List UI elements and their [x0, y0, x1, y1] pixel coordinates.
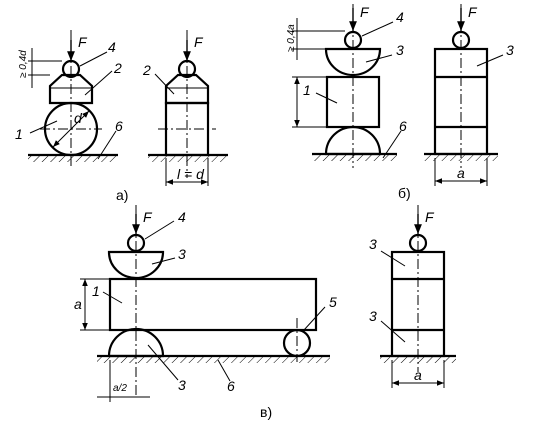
- beam-specimen: [108, 277, 318, 332]
- dim-gap: ≥ 0,4a: [286, 24, 297, 52]
- base-hatch: [28, 156, 118, 162]
- label-3: 3: [396, 42, 404, 58]
- left-support: [107, 327, 165, 358]
- leader-3d: [380, 320, 406, 343]
- leader-3: [151, 257, 176, 265]
- prism-block: [48, 73, 94, 105]
- panel-a-right-view: F 2 l = d: [142, 30, 228, 186]
- leader-6: [217, 359, 231, 382]
- dim-gap: ≥ 0,4d: [18, 50, 29, 78]
- leader-1: [315, 92, 338, 104]
- diameter-dim: [52, 110, 90, 148]
- force-label: F: [468, 4, 478, 20]
- label-4: 4: [108, 39, 116, 55]
- label-1: 1: [303, 82, 311, 98]
- leader-3c: [380, 250, 406, 267]
- leader-3: [365, 54, 393, 63]
- label-1: 1: [15, 126, 23, 142]
- caption-b: б): [398, 185, 411, 201]
- panel-c-right-view: F 3 3 a: [369, 205, 456, 388]
- force-label: F: [194, 34, 204, 50]
- leader-4: [144, 220, 175, 240]
- leader-4: [79, 51, 108, 67]
- panel-b-right-view: F 3 a: [424, 4, 514, 186]
- dim-d: d: [74, 110, 83, 126]
- leader-2: [84, 70, 113, 96]
- label-3b: 3: [506, 42, 514, 58]
- upper-half-cylinder: [107, 250, 165, 280]
- dim-half: a/2: [113, 383, 127, 394]
- dim-l: l = d: [177, 166, 205, 182]
- leader-1: [102, 291, 123, 304]
- label-6: 6: [399, 118, 407, 134]
- label-2: 2: [113, 60, 122, 76]
- panel-c-left-view: F 4 3 1 3 5 6 a a/2: [74, 205, 337, 402]
- dim-a: a: [457, 165, 465, 181]
- label-4: 4: [178, 209, 186, 225]
- label-3c: 3: [369, 236, 377, 252]
- base-hatch: [97, 357, 330, 363]
- leader-1: [29, 120, 58, 134]
- label-3b: 3: [178, 377, 186, 393]
- base-hatch: [424, 155, 498, 161]
- label-6: 6: [115, 118, 123, 134]
- leader-2b: [154, 73, 175, 95]
- leader-6: [97, 130, 117, 160]
- label-2b: 2: [142, 62, 151, 78]
- dim-a: a: [414, 367, 422, 383]
- leader-5: [303, 306, 326, 331]
- label-4: 4: [396, 9, 404, 25]
- label-5: 5: [329, 294, 337, 310]
- force-label: F: [143, 209, 153, 225]
- upper-half-cylinder: [324, 47, 382, 77]
- caption-c: в): [260, 404, 272, 420]
- lower-half-cylinder: [324, 125, 382, 156]
- leader-3b: [476, 54, 504, 67]
- caption-a: а): [116, 187, 128, 203]
- base-hatch: [148, 156, 228, 162]
- force-label: F: [78, 34, 88, 50]
- leader-4: [361, 21, 394, 37]
- label-1: 1: [92, 283, 100, 299]
- force-label: F: [425, 209, 435, 225]
- panel-b-left-view: F 4 3 1 6 ≥ 0,4a: [286, 4, 407, 168]
- label-3: 3: [178, 246, 186, 262]
- panel-a-left-view: F 4 2 d 1 6 ≥ 0,4d: [15, 30, 123, 168]
- leader-6: [382, 130, 402, 159]
- base-hatch: [380, 357, 456, 363]
- label-3d: 3: [369, 308, 377, 324]
- dim-a: a: [74, 296, 82, 312]
- base-hatch: [312, 155, 397, 161]
- label-6: 6: [227, 378, 235, 394]
- force-label: F: [360, 4, 370, 20]
